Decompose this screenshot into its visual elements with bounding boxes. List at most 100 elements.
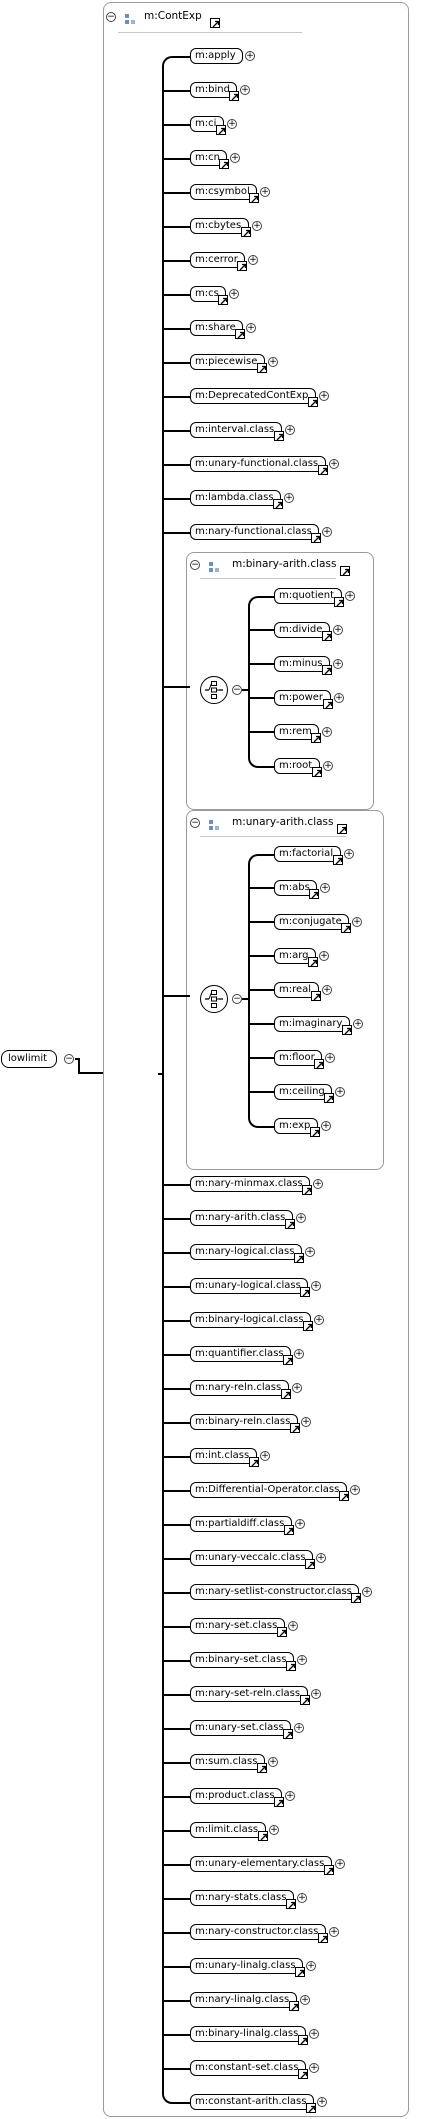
expand-icon[interactable]: + (297, 1655, 307, 1665)
element-node[interactable]: m:exp (274, 1118, 318, 1134)
collapse-icon[interactable]: − (232, 685, 242, 695)
reference-arrow-icon[interactable] (303, 1321, 313, 1331)
element-node[interactable]: m:quotient (274, 588, 342, 604)
expand-icon[interactable]: + (362, 1587, 372, 1597)
element-node[interactable]: m:nary-stats.class (190, 1890, 294, 1906)
reference-arrow-icon[interactable] (314, 1059, 324, 1069)
collapse-icon[interactable]: − (64, 1054, 74, 1064)
reference-arrow-icon[interactable] (311, 991, 321, 1001)
expand-icon[interactable]: + (319, 951, 329, 961)
expand-icon[interactable]: + (322, 727, 332, 737)
element-node[interactable]: m:sum.class (190, 1754, 265, 1770)
expand-icon[interactable]: + (229, 289, 239, 299)
expand-icon[interactable]: + (323, 761, 333, 771)
reference-arrow-icon[interactable] (229, 91, 239, 101)
expand-icon[interactable]: + (306, 1961, 316, 1971)
element-node[interactable]: m:nary-set-reln.class (190, 1686, 308, 1702)
element-node[interactable]: m:cerror (190, 252, 245, 268)
reference-arrow-icon[interactable] (302, 1185, 312, 1195)
reference-arrow-icon[interactable] (283, 1729, 293, 1739)
expand-icon[interactable]: + (294, 1723, 304, 1733)
element-node[interactable]: m:Differential-Operator.class (190, 1482, 347, 1498)
expand-icon[interactable]: + (294, 1349, 304, 1359)
root-node[interactable]: lowlimit (1, 1050, 57, 1068)
reference-arrow-icon[interactable] (258, 1831, 268, 1841)
reference-arrow-icon[interactable] (277, 1627, 287, 1637)
expand-icon[interactable]: + (309, 2029, 319, 2039)
expand-icon[interactable]: + (230, 153, 240, 163)
element-node[interactable]: m:ceiling (274, 1084, 332, 1100)
reference-arrow-icon[interactable] (298, 2035, 308, 2045)
expand-icon[interactable]: + (297, 1893, 307, 1903)
reference-arrow-icon[interactable] (257, 1763, 267, 1773)
expand-icon[interactable]: + (240, 85, 250, 95)
expand-icon[interactable]: + (314, 1315, 324, 1325)
expand-icon[interactable]: + (227, 119, 237, 129)
element-node[interactable]: m:unary-set.class (190, 1720, 291, 1736)
reference-arrow-icon[interactable] (333, 855, 343, 865)
expand-icon[interactable]: + (353, 1019, 363, 1029)
reference-arrow-icon[interactable] (257, 363, 267, 373)
reference-arrow-icon[interactable] (308, 397, 318, 407)
element-node[interactable]: m:binary-set.class (190, 1652, 294, 1668)
element-node[interactable]: m:share (190, 320, 243, 336)
element-node[interactable]: m:binary-linalg.class (190, 2026, 306, 2042)
expand-icon[interactable]: + (296, 1213, 306, 1223)
element-node[interactable]: m:nary-set.class (190, 1618, 285, 1634)
reference-arrow-icon[interactable] (274, 431, 284, 441)
reference-arrow-icon[interactable] (298, 2069, 308, 2079)
element-node[interactable]: m:arg (274, 948, 316, 964)
expand-icon[interactable]: + (285, 425, 295, 435)
element-node[interactable]: m:nary-reln.class (190, 1380, 289, 1396)
element-node[interactable]: m:floor (274, 1050, 322, 1066)
expand-icon[interactable]: + (311, 1689, 321, 1699)
element-node[interactable]: m:power (274, 690, 331, 706)
expand-icon[interactable]: + (322, 527, 332, 537)
element-node[interactable]: m:apply (190, 48, 243, 64)
element-node[interactable]: m:cn (190, 150, 227, 166)
reference-arrow-icon[interactable] (324, 1093, 334, 1103)
expand-icon[interactable]: + (317, 2097, 327, 2107)
reference-arrow-icon[interactable] (218, 295, 228, 305)
element-node[interactable]: m:quantifier.class (190, 1346, 291, 1362)
reference-arrow-icon[interactable] (283, 1355, 293, 1365)
reference-arrow-icon[interactable] (273, 499, 283, 509)
reference-arrow-icon[interactable] (322, 665, 332, 675)
expand-icon[interactable]: + (316, 1553, 326, 1563)
reference-arrow-icon[interactable] (290, 1423, 300, 1433)
element-node[interactable]: m:abs (274, 880, 317, 896)
expand-icon[interactable]: + (325, 1053, 335, 1063)
reference-arrow-icon[interactable] (308, 957, 318, 967)
expand-icon[interactable]: + (295, 1519, 305, 1529)
reference-arrow-icon[interactable] (235, 329, 245, 339)
element-node[interactable]: m:unary-functional.class (190, 456, 326, 472)
expand-icon[interactable]: + (260, 1451, 270, 1461)
reference-arrow-icon[interactable] (281, 1389, 291, 1399)
reference-arrow-icon[interactable] (300, 1287, 310, 1297)
reference-arrow-icon[interactable] (340, 566, 350, 576)
expand-icon[interactable]: + (329, 459, 339, 469)
element-node[interactable]: m:nary-logical.class (190, 1244, 302, 1260)
expand-icon[interactable]: + (269, 1825, 279, 1835)
element-node[interactable]: m:cbytes (190, 218, 249, 234)
expand-icon[interactable]: + (345, 591, 355, 601)
element-node[interactable]: m:DeprecatedContExp (190, 388, 316, 404)
element-node[interactable]: m:factorial (274, 846, 341, 862)
element-node[interactable]: m:unary-linalg.class (190, 1958, 303, 1974)
element-node[interactable]: m:root (274, 758, 320, 774)
element-node[interactable]: m:nary-arith.class (190, 1210, 293, 1226)
reference-arrow-icon[interactable] (318, 1933, 328, 1943)
reference-arrow-icon[interactable] (306, 2103, 316, 2113)
reference-arrow-icon[interactable] (322, 631, 332, 641)
element-node[interactable]: m:binary-logical.class (190, 1312, 311, 1328)
reference-arrow-icon[interactable] (334, 597, 344, 607)
element-node[interactable]: m:conjugate (274, 914, 349, 930)
expand-icon[interactable]: + (329, 1927, 339, 1937)
expand-icon[interactable]: + (268, 357, 278, 367)
reference-arrow-icon[interactable] (286, 1661, 296, 1671)
reference-arrow-icon[interactable] (274, 1797, 284, 1807)
reference-arrow-icon[interactable] (311, 733, 321, 743)
element-node[interactable]: m:constant-arith.class (190, 2094, 314, 2110)
reference-arrow-icon[interactable] (310, 1127, 320, 1137)
expand-icon[interactable]: + (352, 917, 362, 927)
